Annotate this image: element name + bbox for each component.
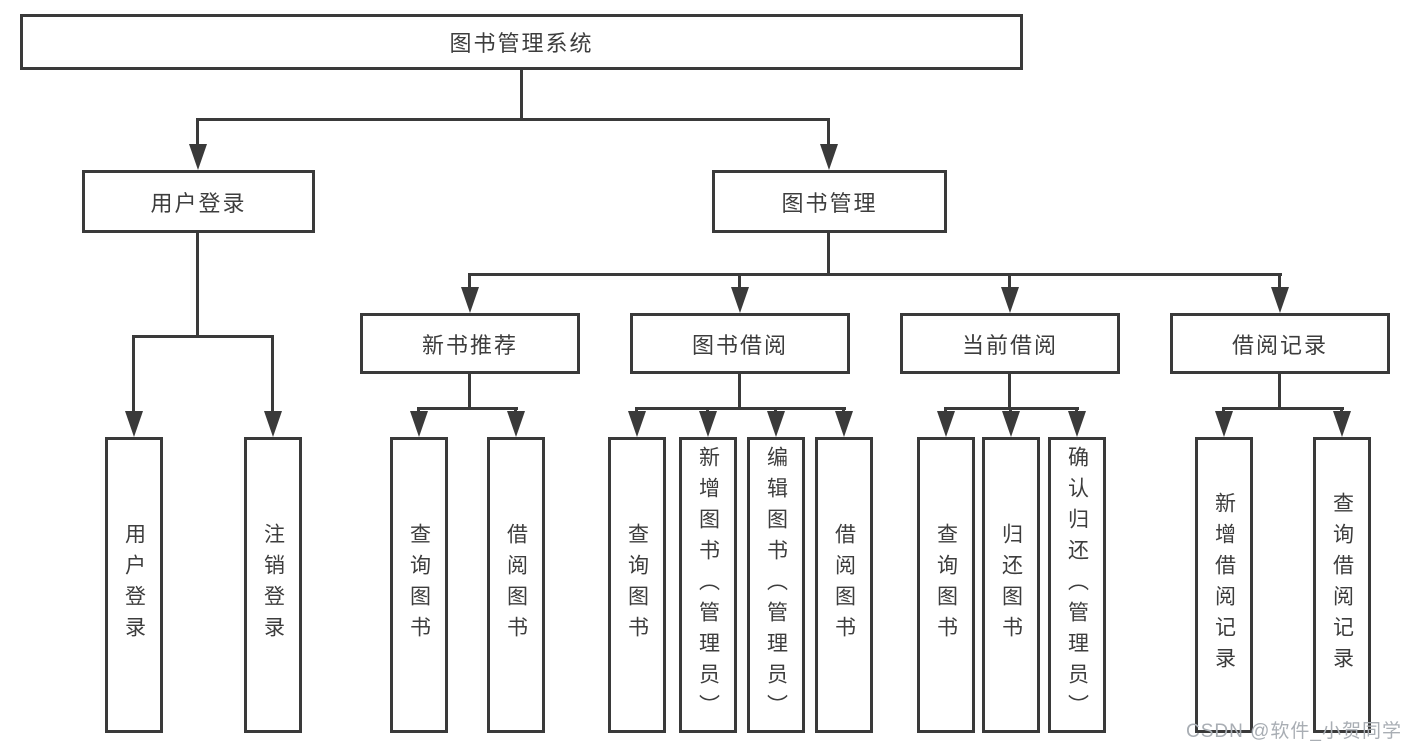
leaf-cb-confirm-return-admin: 确认归还（管理员） (1048, 437, 1106, 733)
edge-line (1278, 273, 1281, 289)
leaf-bb-query-books-label: 查询图书 (625, 523, 649, 647)
node-current-borrow: 当前借阅 (900, 313, 1120, 374)
leaf-bb-add-books-admin-label: 新增图书（管理员） (696, 445, 720, 725)
leaf-cb-query-books: 查询图书 (917, 437, 975, 733)
leaf-bb-edit-books-admin-label: 编辑图书（管理员） (764, 445, 788, 725)
leaf-bb-edit-books-admin: 编辑图书（管理员） (747, 437, 805, 733)
arrowhead-down (264, 411, 282, 437)
leaf-nb-query-books-label: 查询图书 (407, 523, 431, 647)
node-borrow-records: 借阅记录 (1170, 313, 1390, 374)
arrowhead-down (1068, 411, 1086, 437)
node-book-management-label: 图书管理 (781, 190, 878, 216)
leaf-cb-return-books: 归还图书 (982, 437, 1040, 733)
edge-line (196, 118, 830, 121)
arrowhead-down (835, 411, 853, 437)
edge-line (196, 118, 199, 146)
leaf-bb-borrow-books: 借阅图书 (815, 437, 873, 733)
arrowhead-down (1215, 411, 1233, 437)
arrowhead-down (125, 411, 143, 437)
edge-line (827, 118, 830, 146)
arrowhead-down (1333, 411, 1351, 437)
node-user-login-label: 用户登录 (150, 190, 247, 216)
leaf-br-add-record: 新增借阅记录 (1195, 437, 1253, 733)
leaf-user-login: 用户登录 (105, 437, 163, 733)
edge-line (1008, 374, 1011, 410)
leaf-user-login-label: 用户登录 (122, 523, 146, 647)
leaf-nb-borrow-books-label: 借阅图书 (504, 523, 528, 647)
leaf-logout-login: 注销登录 (244, 437, 302, 733)
arrowhead-down (461, 287, 479, 313)
leaf-cb-return-books-label: 归还图书 (999, 523, 1023, 647)
arrowhead-down (410, 411, 428, 437)
arrowhead-down (1002, 411, 1020, 437)
edge-line (132, 335, 135, 412)
edge-line (1222, 407, 1344, 410)
arrowhead-down (189, 144, 207, 170)
node-library-system: 图书管理系统 (20, 14, 1023, 70)
leaf-br-query-record: 查询借阅记录 (1313, 437, 1371, 733)
edge-line (738, 273, 741, 289)
edge-line (132, 335, 274, 338)
edge-line (738, 374, 741, 410)
leaf-nb-borrow-books: 借阅图书 (487, 437, 545, 733)
node-library-system-label: 图书管理系统 (449, 31, 594, 56)
node-borrow-records-label: 借阅记录 (1231, 332, 1328, 358)
arrowhead-down (1271, 287, 1289, 313)
leaf-bb-query-books: 查询图书 (608, 437, 666, 733)
leaf-cb-confirm-return-admin-label: 确认归还（管理员） (1065, 445, 1089, 725)
node-new-book-recommend-label: 新书推荐 (421, 332, 518, 358)
edge-line (468, 374, 471, 410)
edge-line (520, 70, 523, 120)
watermark: CSDN @软件_小贺同学 (1186, 721, 1402, 742)
arrowhead-down (699, 411, 717, 437)
leaf-bb-borrow-books-label: 借阅图书 (832, 523, 856, 647)
node-current-borrow-label: 当前借阅 (961, 332, 1058, 358)
edge-line (196, 233, 199, 337)
leaf-bb-add-books-admin: 新增图书（管理员） (679, 437, 737, 733)
leaf-nb-query-books: 查询图书 (390, 437, 448, 733)
node-new-book-recommend: 新书推荐 (360, 313, 580, 374)
arrowhead-down (937, 411, 955, 437)
edge-line (468, 273, 471, 289)
node-book-management: 图书管理 (712, 170, 947, 233)
edge-line (635, 407, 846, 410)
edge-line (417, 407, 518, 410)
leaf-br-query-record-label: 查询借阅记录 (1330, 492, 1354, 678)
arrowhead-down (628, 411, 646, 437)
node-user-login: 用户登录 (82, 170, 315, 233)
node-book-borrow-label: 图书借阅 (691, 332, 788, 358)
arrowhead-down (820, 144, 838, 170)
edge-line (468, 273, 1282, 276)
arrowhead-down (731, 287, 749, 313)
node-book-borrow: 图书借阅 (630, 313, 850, 374)
arrowhead-down (767, 411, 785, 437)
edge-line (827, 233, 830, 276)
arrowhead-down (1001, 287, 1019, 313)
edge-line (271, 335, 274, 412)
leaf-logout-login-label: 注销登录 (261, 523, 285, 647)
edge-line (1008, 273, 1011, 289)
leaf-cb-query-books-label: 查询图书 (934, 523, 958, 647)
arrowhead-down (507, 411, 525, 437)
edge-line (1278, 374, 1281, 410)
leaf-br-add-record-label: 新增借阅记录 (1212, 492, 1236, 678)
